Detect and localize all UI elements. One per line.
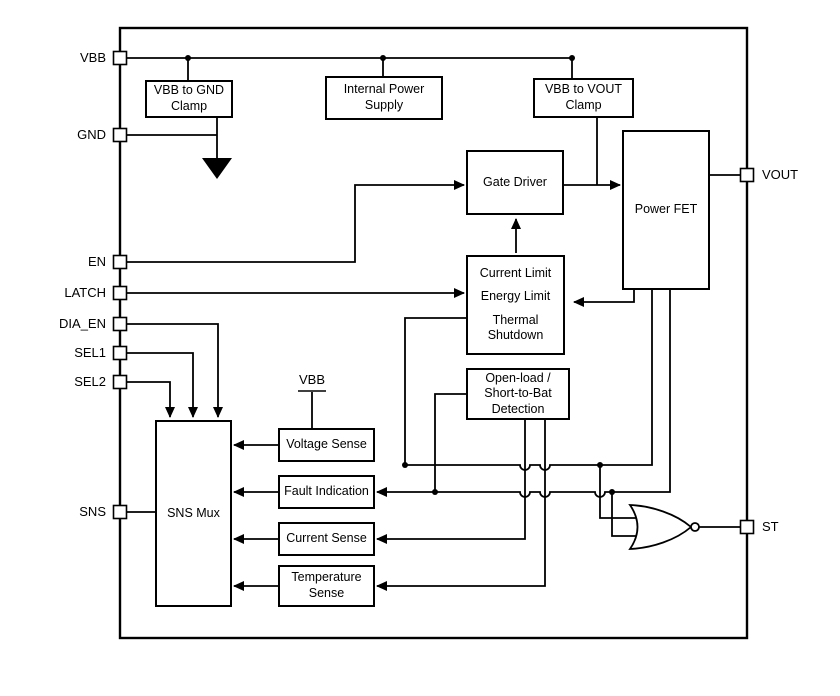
block-vbb-vout-clamp: VBB to VOUT Clamp <box>533 78 634 118</box>
block-voltage-sense: Voltage Sense <box>278 428 375 462</box>
block-label: Thermal Shutdown <box>487 312 544 343</box>
pin-label-gnd: GND <box>77 127 106 142</box>
block-open-load-detection: Open-load / Short-to-Bat Detection <box>466 368 570 420</box>
block-label: Open-load / Short-to-Bat Detection <box>484 370 552 416</box>
pin-label-sel1: SEL1 <box>74 345 106 360</box>
wire-dia-en <box>127 323 223 418</box>
block-label: Internal Power Supply <box>343 82 425 112</box>
ic-boundary <box>118 26 749 640</box>
pin-label-dia-en: DIA_EN <box>59 316 106 331</box>
block-label: Current Sense <box>286 531 367 546</box>
block-current-sense: Current Sense <box>278 522 375 556</box>
wire-en <box>127 180 465 263</box>
pin-label-sel2: SEL2 <box>74 374 106 389</box>
pin-en <box>112 254 128 270</box>
pin-vbb <box>112 50 128 66</box>
pin-gnd <box>112 127 128 143</box>
block-label: Energy Limit <box>480 289 551 304</box>
block-gate-driver: Gate Driver <box>466 150 564 215</box>
block-fault-indication: Fault Indication <box>278 475 375 509</box>
pin-label-sns: SNS <box>79 504 106 519</box>
block-label: Voltage Sense <box>286 437 367 452</box>
pin-label-en: EN <box>87 254 106 269</box>
pin-sns <box>112 504 128 520</box>
pin-sel2 <box>112 374 128 390</box>
block-vbb-gnd-clamp: VBB to GND Clamp <box>145 80 233 118</box>
internal-vbb-label: VBB <box>298 372 325 387</box>
block-label: VBB to VOUT Clamp <box>544 82 623 112</box>
block-protection: Current Limit Energy Limit Thermal Shutd… <box>466 255 565 355</box>
pin-label-latch: LATCH <box>64 285 106 300</box>
wiring <box>127 57 741 591</box>
pin-sel1 <box>112 345 128 361</box>
nor-gate-icon <box>628 504 700 550</box>
pin-label-vout: VOUT <box>762 167 799 182</box>
block-label: Temperature Sense <box>291 570 362 600</box>
pin-label-st: ST <box>762 519 779 534</box>
junction-dots <box>185 55 615 495</box>
pin-latch <box>112 285 128 301</box>
pin-label-vbb: VBB <box>79 50 106 65</box>
inverter-bubble-icon <box>690 522 700 532</box>
block-label: Gate Driver <box>483 174 547 189</box>
block-temperature-sense: Temperature Sense <box>278 565 375 607</box>
block-label: Power FET <box>634 202 698 217</box>
block-label: Current Limit <box>479 266 552 280</box>
block-internal-power-supply: Internal Power Supply <box>325 76 443 120</box>
wire-sel1 <box>127 352 198 418</box>
pin-dia-en <box>112 316 128 332</box>
block-power-fet: Power FET <box>622 130 710 290</box>
block-sns-mux: SNS Mux <box>155 420 232 607</box>
block-label: VBB to GND Clamp <box>153 83 225 113</box>
pin-st <box>739 519 755 535</box>
block-label: Fault Indication <box>284 484 369 499</box>
block-label: SNS Mux <box>167 505 220 520</box>
pin-vout <box>739 167 755 183</box>
pin-squares <box>112 50 755 535</box>
ground-icon <box>202 158 232 179</box>
wire-sel2 <box>127 381 175 418</box>
